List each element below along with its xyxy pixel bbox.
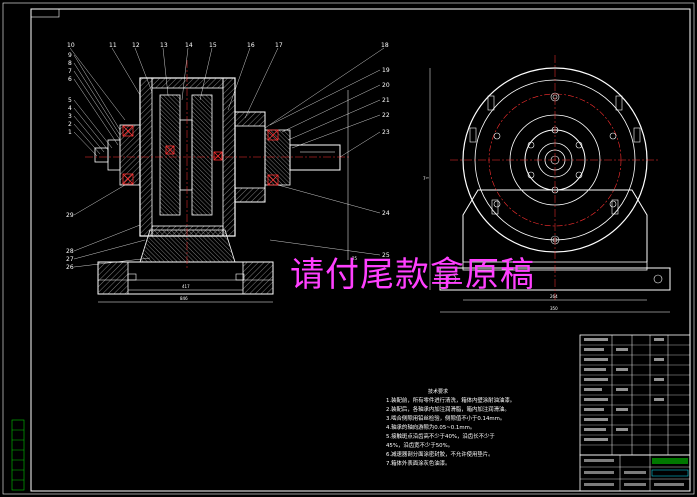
- leaders-top: [69, 47, 385, 129]
- part-label-2: 2: [68, 121, 72, 128]
- front-section-view: 417 846 25: [85, 60, 358, 303]
- part-label-6: 6: [68, 76, 72, 83]
- note-line-3: 3.啮合侧隙用铅丝检验，侧隙值不小于0.14mm。: [386, 414, 505, 422]
- note-line-6: 45%，沿齿宽不少于50%。: [386, 441, 453, 449]
- part-label-3: 3: [68, 113, 72, 120]
- part-label-25: 25: [382, 252, 390, 259]
- side-view: 7¹⁶ 264 350: [423, 55, 671, 313]
- note-line-8: 7.箱体外表面涂灰色油漆。: [386, 459, 450, 467]
- part-label-16: 16: [247, 42, 255, 49]
- part-label-28: 28: [66, 248, 74, 255]
- leaders-right: [269, 69, 381, 256]
- notes-title: 技术要求: [428, 388, 448, 395]
- part-label-18: 18: [381, 42, 389, 49]
- part-numbers-lower-left: 29 28 27 26: [66, 212, 74, 271]
- part-label-12: 12: [132, 42, 140, 49]
- watermark-text: 请付尾款拿原稿: [290, 255, 535, 295]
- part-numbers-top: 10 11 12 13 14 15 16 17 18: [67, 42, 389, 49]
- part-label-4: 4: [68, 105, 72, 112]
- part-label-23: 23: [382, 129, 390, 136]
- dim-side-width-inner: 264: [550, 294, 558, 299]
- note-line-4: 4.轴承的轴向游隙为0.05~0.1mm。: [386, 423, 475, 431]
- dim-height-overall: 7¹⁶: [423, 176, 429, 181]
- dim-width-inner: 417: [182, 284, 190, 289]
- note-line-1: 1.装配前，所有零件进行清洗，箱体内壁涂耐油油漆。: [386, 396, 515, 404]
- title-block: [579, 454, 691, 492]
- left-margin-strip: [11, 419, 25, 491]
- part-label-8: 8: [68, 60, 72, 67]
- top-left-tag-box: [30, 8, 60, 18]
- part-label-5: 5: [68, 97, 72, 104]
- technical-notes: 技术要求 1.装配前，所有零件进行清洗，箱体内壁涂耐油油漆。 2.装配后，各轴承…: [386, 388, 515, 467]
- leaders-left: [73, 54, 121, 157]
- part-label-14: 14: [185, 42, 193, 49]
- part-label-26: 26: [66, 264, 74, 271]
- part-label-13: 13: [160, 42, 168, 49]
- note-line-7: 6.减速器剖分面涂密封胶，不允许使用垫片。: [386, 450, 494, 458]
- part-numbers-right: 19 20 21 22 23 24 25: [382, 67, 390, 259]
- note-line-2: 2.装配后，各轴承内加注润滑脂，箱内加注润滑油。: [386, 405, 510, 413]
- part-label-7: 7: [68, 68, 72, 75]
- part-label-10: 10: [67, 42, 75, 49]
- part-label-27: 27: [66, 256, 74, 263]
- part-numbers-left: 9 8 7 6 5 4 3 2 1: [68, 52, 72, 136]
- part-label-9: 9: [68, 52, 72, 59]
- dim-width-overall: 846: [180, 296, 188, 301]
- part-label-22: 22: [382, 112, 390, 119]
- leaders-lower-left: [73, 184, 151, 268]
- part-label-20: 20: [382, 82, 390, 89]
- part-label-15: 15: [209, 42, 217, 49]
- part-label-1: 1: [68, 129, 72, 136]
- dim-side-width-overall: 350: [550, 306, 558, 311]
- part-label-29: 29: [66, 212, 74, 219]
- part-label-21: 21: [382, 97, 390, 104]
- sheet-inner-border: [30, 8, 691, 492]
- dim-side-flange: 25: [352, 256, 358, 261]
- note-line-5: 5.接触斑点沿齿高不少于40%，沿齿长不少于: [386, 432, 495, 440]
- part-label-24: 24: [382, 210, 390, 217]
- part-label-11: 11: [109, 42, 117, 49]
- part-label-19: 19: [382, 67, 390, 74]
- part-label-17: 17: [275, 42, 283, 49]
- parts-list-table: [579, 334, 691, 456]
